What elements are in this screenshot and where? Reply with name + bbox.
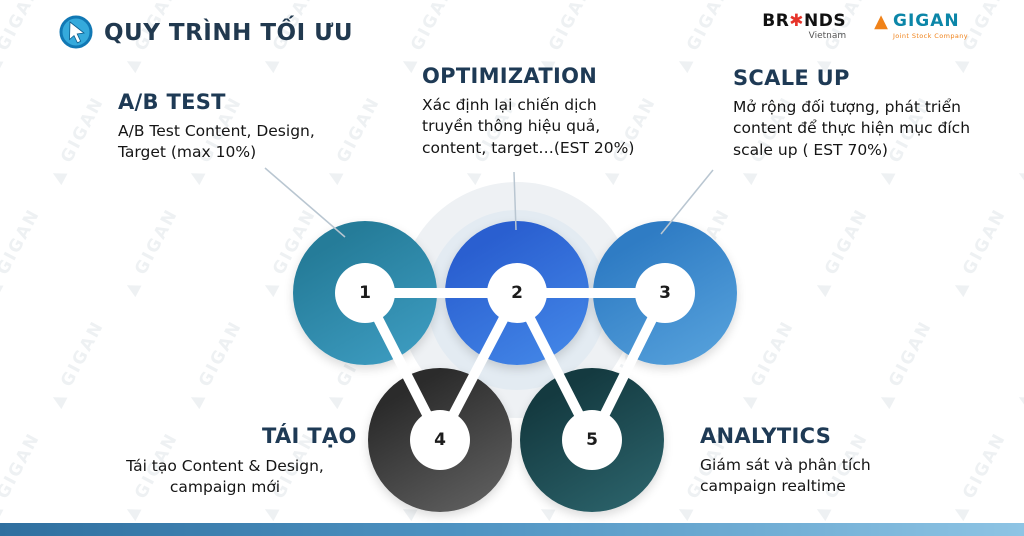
step-title-abtest: A/B TEST: [118, 90, 226, 114]
step-title-optimization: OPTIMIZATION: [422, 64, 598, 88]
step-number-3: 3: [635, 263, 695, 323]
gigan-watermark: ▲ GIGAN: [184, 317, 247, 411]
gigan-triangle-icon: ▲: [874, 11, 888, 32]
brands-vietnam-logo: BR✱NDS Vietnam: [762, 13, 846, 41]
gigan-watermark: ▲ GIGAN: [1012, 318, 1024, 411]
step-number-5: 5: [562, 410, 622, 470]
step-desc-scaleup: Mở rộng đối tượng, phát triển content để…: [733, 98, 971, 159]
brands-star-icon: ✱: [789, 11, 805, 31]
step-title-analytics: ANALYTICS: [700, 424, 832, 448]
gigan-watermark: ▲ GIGAN: [736, 317, 799, 411]
step-desc-abtest: A/B Test Content, Design, Target (max 10…: [118, 122, 315, 162]
bottom-accent-bar: [0, 523, 1024, 536]
gigan-watermark: ▲ GIGAN: [0, 205, 45, 299]
step-number-2: 2: [487, 263, 547, 323]
step-number-1: 1: [335, 263, 395, 323]
step-desc-optimization: Xác định lại chiến dịch truyền thông hiệ…: [422, 96, 635, 157]
gigan-watermark: ▲ GIGAN: [948, 205, 1011, 299]
step-label-abtest: A/B TEST A/B Test Content, Design, Targe…: [118, 90, 368, 164]
step-label-scaleup: SCALE UP Mở rộng đối tượng, phát triển c…: [733, 66, 993, 161]
logo-group: BR✱NDS Vietnam ▲ GIGAN Joint Stock Compa…: [762, 13, 968, 41]
step-title-taitao: TÁI TẠO: [262, 424, 357, 448]
step-title-scaleup: SCALE UP: [733, 66, 850, 90]
step-desc-taitao: Tái tạo Content & Design, campaign mới: [126, 457, 324, 497]
step-label-analytics: ANALYTICS Giám sát và phân tích campaign…: [700, 424, 940, 498]
gigan-watermark: ▲ GIGAN: [874, 317, 937, 411]
gigan-watermark: ▲ GIGAN: [0, 429, 45, 523]
page-title: QUY TRÌNH TỐI ƯU: [104, 20, 354, 46]
step-label-optimization: OPTIMIZATION Xác định lại chiến dịch tru…: [422, 64, 672, 159]
step-desc-analytics: Giám sát và phân tích campaign realtime: [700, 456, 871, 496]
brands-wordmark: BR✱NDS: [762, 11, 847, 31]
gigan-watermark: ▲ GIGAN: [46, 317, 109, 411]
gigan-logo: ▲ GIGAN Joint Stock Company: [874, 13, 968, 40]
gigan-watermark: ▲ GIGAN: [1012, 94, 1024, 187]
gigan-watermark: ▲ GIGAN: [810, 205, 873, 299]
cursor-icon: [58, 14, 94, 50]
gigan-watermark: ▲ GIGAN: [46, 93, 109, 187]
gigan-watermark: ▲ GIGAN: [948, 429, 1011, 523]
header: QUY TRÌNH TỐI ƯU BR✱NDS Vietnam ▲ GIGAN …: [0, 0, 1024, 60]
gigan-subtitle: Joint Stock Company: [892, 32, 968, 40]
brands-subtitle: Vietnam: [808, 31, 847, 41]
gigan-watermark: ▲ GIGAN: [120, 205, 183, 299]
gigan-wordmark: GIGAN: [892, 11, 960, 31]
step-number-4: 4: [410, 410, 470, 470]
